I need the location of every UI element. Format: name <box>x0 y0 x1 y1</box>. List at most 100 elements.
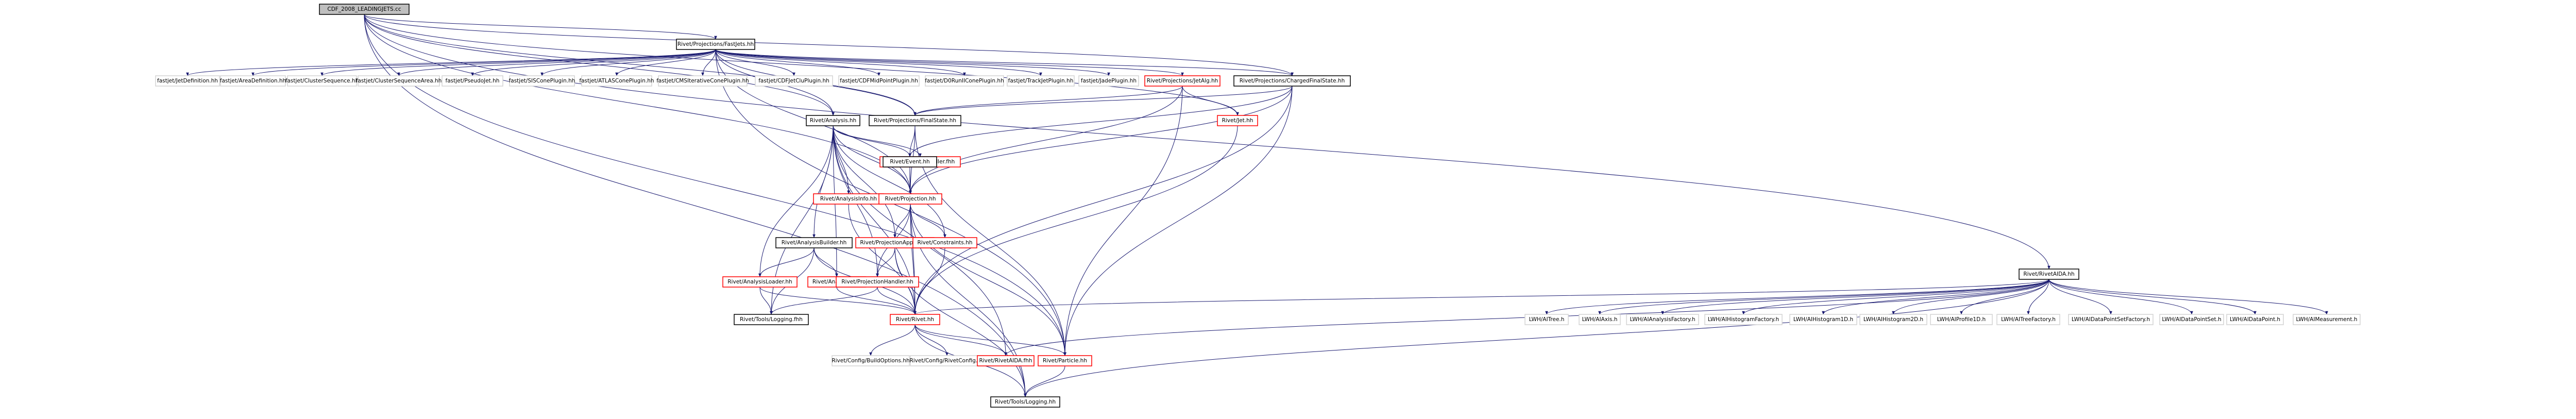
node-fastjets[interactable]: Rivet/Projections/FastJets.hh <box>676 39 755 50</box>
node-label-toolslogginghh: Rivet/Tools/Logging.fhh <box>740 316 803 323</box>
edge-analysis-to-event <box>833 125 911 157</box>
edge-fastjets-to-d0run <box>715 49 966 76</box>
edge-fastjets-to-pseudojet <box>471 49 716 76</box>
edge-analysis-to-projection <box>833 125 912 194</box>
edge-rivetaida-to-idpset <box>2048 279 2193 315</box>
edge-fastjets-to-siscone <box>540 49 716 76</box>
node-label-itree: LWH/AITree.h <box>1529 316 1565 323</box>
node-ihistfactory: LWH/AIHistogramFactory.h <box>1704 314 1783 325</box>
node-box-pseudojet <box>442 75 503 87</box>
node-box-analysisloader <box>722 276 798 288</box>
node-jet[interactable]: Rivet/Jet.hh <box>1217 115 1258 126</box>
edge-rivetaida-to-ihistfactory <box>1742 279 2049 315</box>
node-box-ihist2d <box>1859 314 1927 325</box>
edge-chargedfs-to-projection <box>909 86 1293 194</box>
node-rivethh[interactable]: Rivet/Rivet.hh <box>890 314 940 325</box>
node-finalstate[interactable]: Rivet/Projections/FinalState.hh <box>869 115 961 126</box>
node-iprofile1d: LWH/AIProfile1D.h <box>1930 314 1993 325</box>
edge-rivethh-to-rivetaidafhh <box>914 324 1007 356</box>
node-box-itree <box>1524 314 1569 325</box>
node-label-cdfmidpoint: fastjet/CDFMidPointPlugin.hh <box>840 78 918 84</box>
node-box-toolslogginghh <box>734 314 809 325</box>
node-box-particle <box>1038 355 1092 366</box>
node-label-imeasurement: LWH/AIMeasurement.h <box>2296 316 2357 323</box>
node-label-jet: Rivet/Jet.hh <box>1222 118 1253 124</box>
node-rivetaidafhh[interactable]: Rivet/RivetAIDA.fhh <box>977 355 1035 366</box>
node-label-rivethh: Rivet/Rivet.hh <box>896 316 934 323</box>
edge-projection-to-rivethh <box>910 204 917 315</box>
node-cmsiter: fastjet/CMSIterativeConePlugin.hh <box>656 75 749 87</box>
node-label-jetdef: fastjet/JetDefinition.hh <box>157 78 218 84</box>
edge-analysisloader-to-toolslogginghh <box>759 287 773 315</box>
edge-rivetaida-to-iprofile1d <box>1960 279 2049 315</box>
node-jetalg[interactable]: Rivet/Projections/JetAlg.hh <box>1144 75 1221 87</box>
edge-chargedfs-to-event <box>908 86 1293 157</box>
edge-fastjets-to-clusterseqarea <box>397 49 716 76</box>
node-analysis[interactable]: Rivet/Analysis.hh <box>806 115 860 126</box>
edge-fastjets-to-cdfmidpoint <box>715 49 880 76</box>
node-label-rivetconfig: Rivet/Config/RivetConfig.hh <box>909 358 984 364</box>
node-label-ianalysisfactory: LWH/AIAnalysisFactory.h <box>1630 316 1695 323</box>
node-box-constraints <box>912 237 977 248</box>
node-box-iaxis <box>1579 314 1621 325</box>
edge-projapplier-to-projhandler <box>876 247 895 277</box>
node-ihist1d: LWH/AIHistogram1D.h <box>1789 314 1857 325</box>
node-box-jetdef <box>155 75 220 87</box>
node-label-finalstate: Rivet/Projections/FinalState.hh <box>874 118 956 124</box>
node-trackjet: fastjet/TrackJetPlugin.hh <box>1007 75 1075 87</box>
node-toolslogginghh[interactable]: Rivet/Tools/Logging.fhh <box>734 314 809 325</box>
node-label-jade: fastjet/JadePlugin.hh <box>1081 78 1137 84</box>
node-particle[interactable]: Rivet/Particle.hh <box>1038 355 1092 366</box>
node-iaxis: LWH/AIAxis.h <box>1579 314 1621 325</box>
edge-projhandler-to-rivethh <box>877 287 917 315</box>
edge-analysisfhh-to-rivethh <box>836 287 917 315</box>
node-constraints[interactable]: Rivet/Constraints.hh <box>912 237 977 248</box>
edge-rivethh-to-particle <box>914 324 1066 356</box>
edge-rivetaida-to-iaxis <box>1598 279 2049 315</box>
node-root[interactable]: CDF_2008_LEADINGJETS.cc <box>319 4 410 15</box>
node-analysisinfo[interactable]: Rivet/AnalysisInfo.hh <box>813 193 884 205</box>
node-label-chargedfs: Rivet/Projections/ChargedFinalState.hh <box>1240 78 1345 84</box>
node-box-event <box>883 156 937 167</box>
node-box-ihistfactory <box>1704 314 1783 325</box>
edge-constraints-to-rivethh <box>913 247 945 315</box>
node-siscone: fastjet/SISConePlugin.hh <box>509 75 575 87</box>
node-chargedfs[interactable]: Rivet/Projections/ChargedFinalState.hh <box>1233 75 1351 87</box>
edges-layer <box>186 14 2328 397</box>
edge-fastjets-to-jetdef <box>186 49 716 76</box>
node-label-root: CDF_2008_LEADINGJETS.cc <box>327 6 401 12</box>
edge-analysis-to-projapplier <box>833 125 896 238</box>
edge-rivetaida-to-ihist1d <box>1822 279 2049 315</box>
node-idpset: LWH/AIDataPointSet.h <box>2159 314 2224 325</box>
node-label-buildoptions: Rivet/Config/BuildOptions.hh <box>832 358 909 364</box>
node-analysisloader[interactable]: Rivet/AnalysisLoader.hh <box>722 276 798 288</box>
edge-rivetaida-to-rivethh <box>913 279 2049 315</box>
node-label-particle: Rivet/Particle.hh <box>1043 358 1087 364</box>
edge-fastjets-to-trackjet <box>715 49 1042 76</box>
edge-jet-to-rivethh <box>913 125 1238 315</box>
node-ihist2d: LWH/AIHistogram2D.h <box>1859 314 1927 325</box>
node-label-iaxis: LWH/AIAxis.h <box>1582 316 1618 323</box>
edge-fastjets-to-areadef <box>251 49 716 76</box>
node-clusterseq: fastjet/ClusterSequence.hh <box>285 75 359 87</box>
node-label-event: Rivet/Event.hh <box>890 159 929 165</box>
node-rivetaida[interactable]: Rivet/RivetAIDA.hh <box>2019 269 2079 280</box>
node-event[interactable]: Rivet/Event.hh <box>883 156 937 167</box>
edge-finalstate-to-particle <box>914 125 1066 356</box>
node-analysisbuilder[interactable]: Rivet/AnalysisBuilder.hh <box>775 237 853 248</box>
node-ianalysisfactory: LWH/AIAnalysisFactory.h <box>1626 314 1699 325</box>
node-projhandler[interactable]: Rivet/ProjectionHandler.hh <box>836 276 919 288</box>
edge-analysis-to-analysisinfo <box>833 125 850 194</box>
node-logging[interactable]: Rivet/Tools/Logging.hh <box>990 396 1060 408</box>
edge-rivetaida-to-itree <box>1545 279 2049 315</box>
edge-root-to-jet <box>364 14 1239 116</box>
edge-fastjets-to-cdfjetclu <box>715 49 795 76</box>
node-projection[interactable]: Rivet/Projection.hh <box>878 193 942 205</box>
node-label-idpoint: LWH/AIDataPoint.h <box>2230 316 2280 323</box>
node-box-rivetaidafhh <box>977 355 1035 366</box>
edge-root-to-fastjets <box>364 14 717 40</box>
node-box-projhandler <box>836 276 919 288</box>
node-label-itreefactory: LWH/AITreeFactory.h <box>2001 316 2056 323</box>
node-box-jetalg <box>1144 75 1221 87</box>
